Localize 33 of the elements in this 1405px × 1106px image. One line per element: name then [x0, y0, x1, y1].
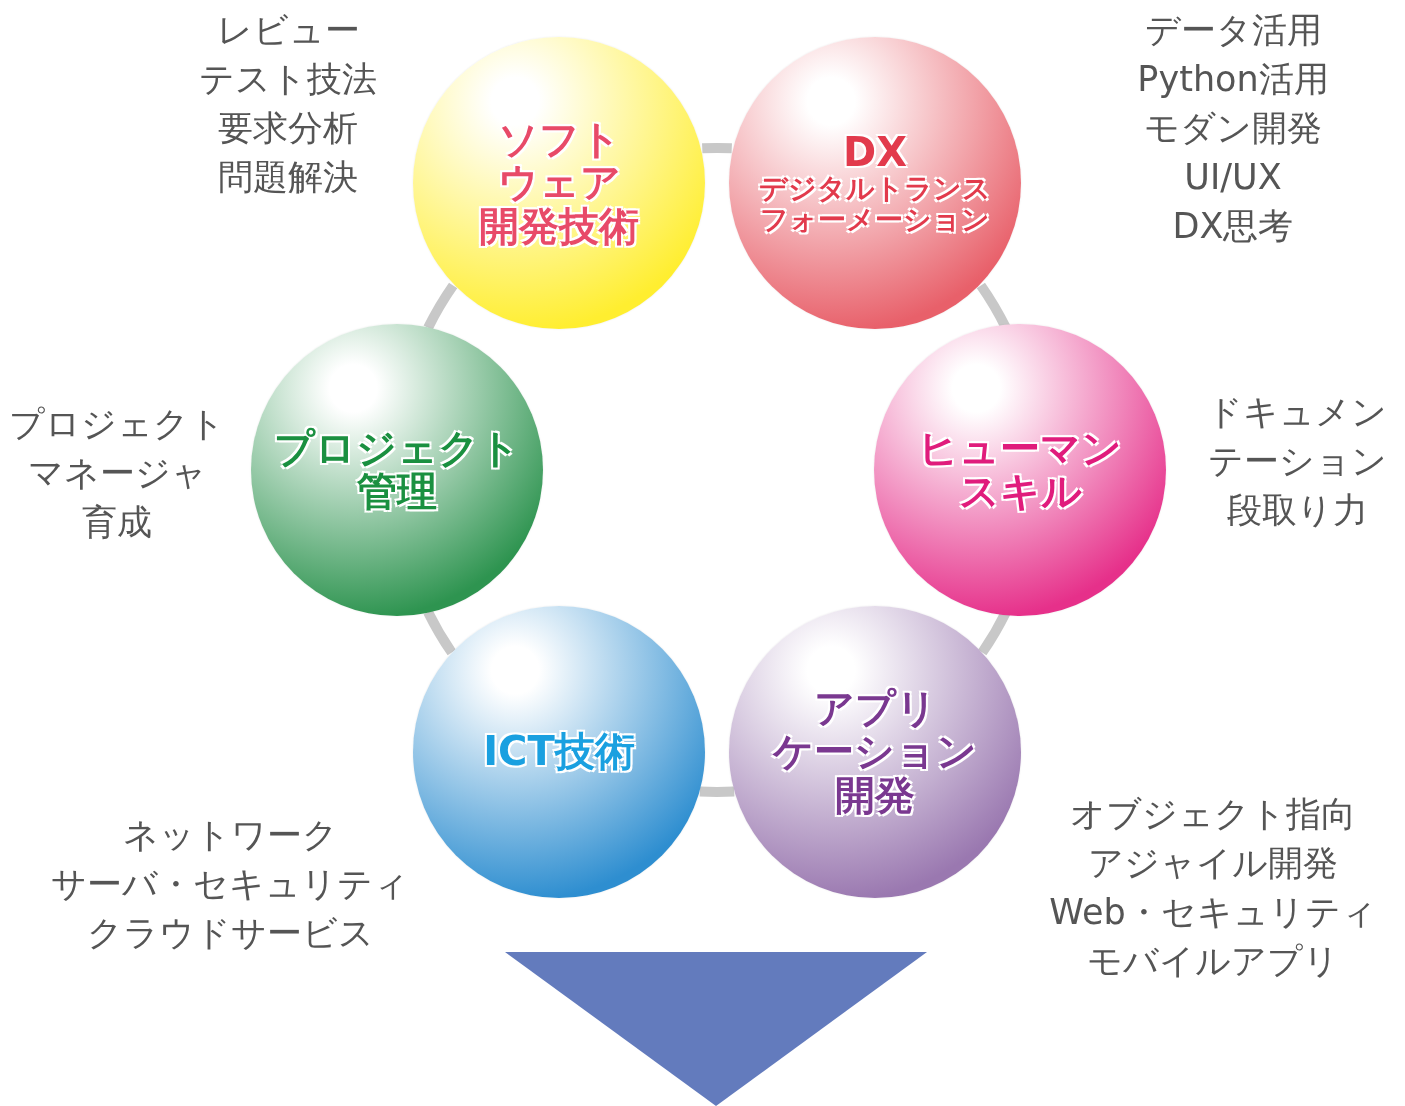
- skill-item: 育成: [82, 501, 152, 544]
- skill-item: アジャイル開発: [1088, 842, 1338, 885]
- ring-connector: [702, 143, 732, 154]
- ring-connector: [423, 609, 456, 656]
- circle-title: DX: [842, 131, 907, 175]
- skill-item: クラウドサービス: [86, 912, 374, 955]
- skill-item: オブジェクト指向: [1070, 793, 1356, 836]
- skill-item: Web・セキュリティ: [1049, 891, 1377, 934]
- skill-item: ネットワーク: [122, 814, 338, 857]
- circle-title: ヒューマンスキル: [918, 426, 1122, 514]
- skill-item: Python活用: [1137, 58, 1329, 101]
- circle-title: アプリケーション開発: [773, 687, 977, 817]
- skill-item: ドキュメン: [1207, 391, 1387, 434]
- skill-item: UI/UX: [1184, 156, 1282, 199]
- skill-item: DX思考: [1172, 205, 1294, 248]
- circle-title: プロジェクト管理: [274, 426, 520, 514]
- skill-item: レビュー: [216, 9, 360, 52]
- ring-connector: [423, 282, 458, 331]
- circle-subtitle: デジタルトランスフォーメーション: [759, 174, 991, 235]
- skill-item: プロジェクト: [9, 403, 225, 446]
- ring-connector: [699, 786, 735, 797]
- skill-item: 段取り力: [1226, 489, 1368, 532]
- skill-item: サーバ・セキュリティ: [51, 863, 409, 906]
- skill-item: マネージャ: [27, 452, 207, 495]
- circle-title: ソフトウェア開発技術: [479, 118, 639, 248]
- circle-title: ICT技術: [483, 730, 635, 774]
- skill-item: モバイルアプリ: [1087, 940, 1339, 983]
- skill-item: 要求分析: [218, 107, 358, 150]
- skill-item: モダン開発: [1144, 107, 1322, 150]
- skill-item: 問題解決: [218, 156, 358, 199]
- skill-item: テスト技法: [199, 58, 377, 101]
- skill-item: データ活用: [1144, 9, 1322, 52]
- skill-item: テーション: [1207, 440, 1387, 483]
